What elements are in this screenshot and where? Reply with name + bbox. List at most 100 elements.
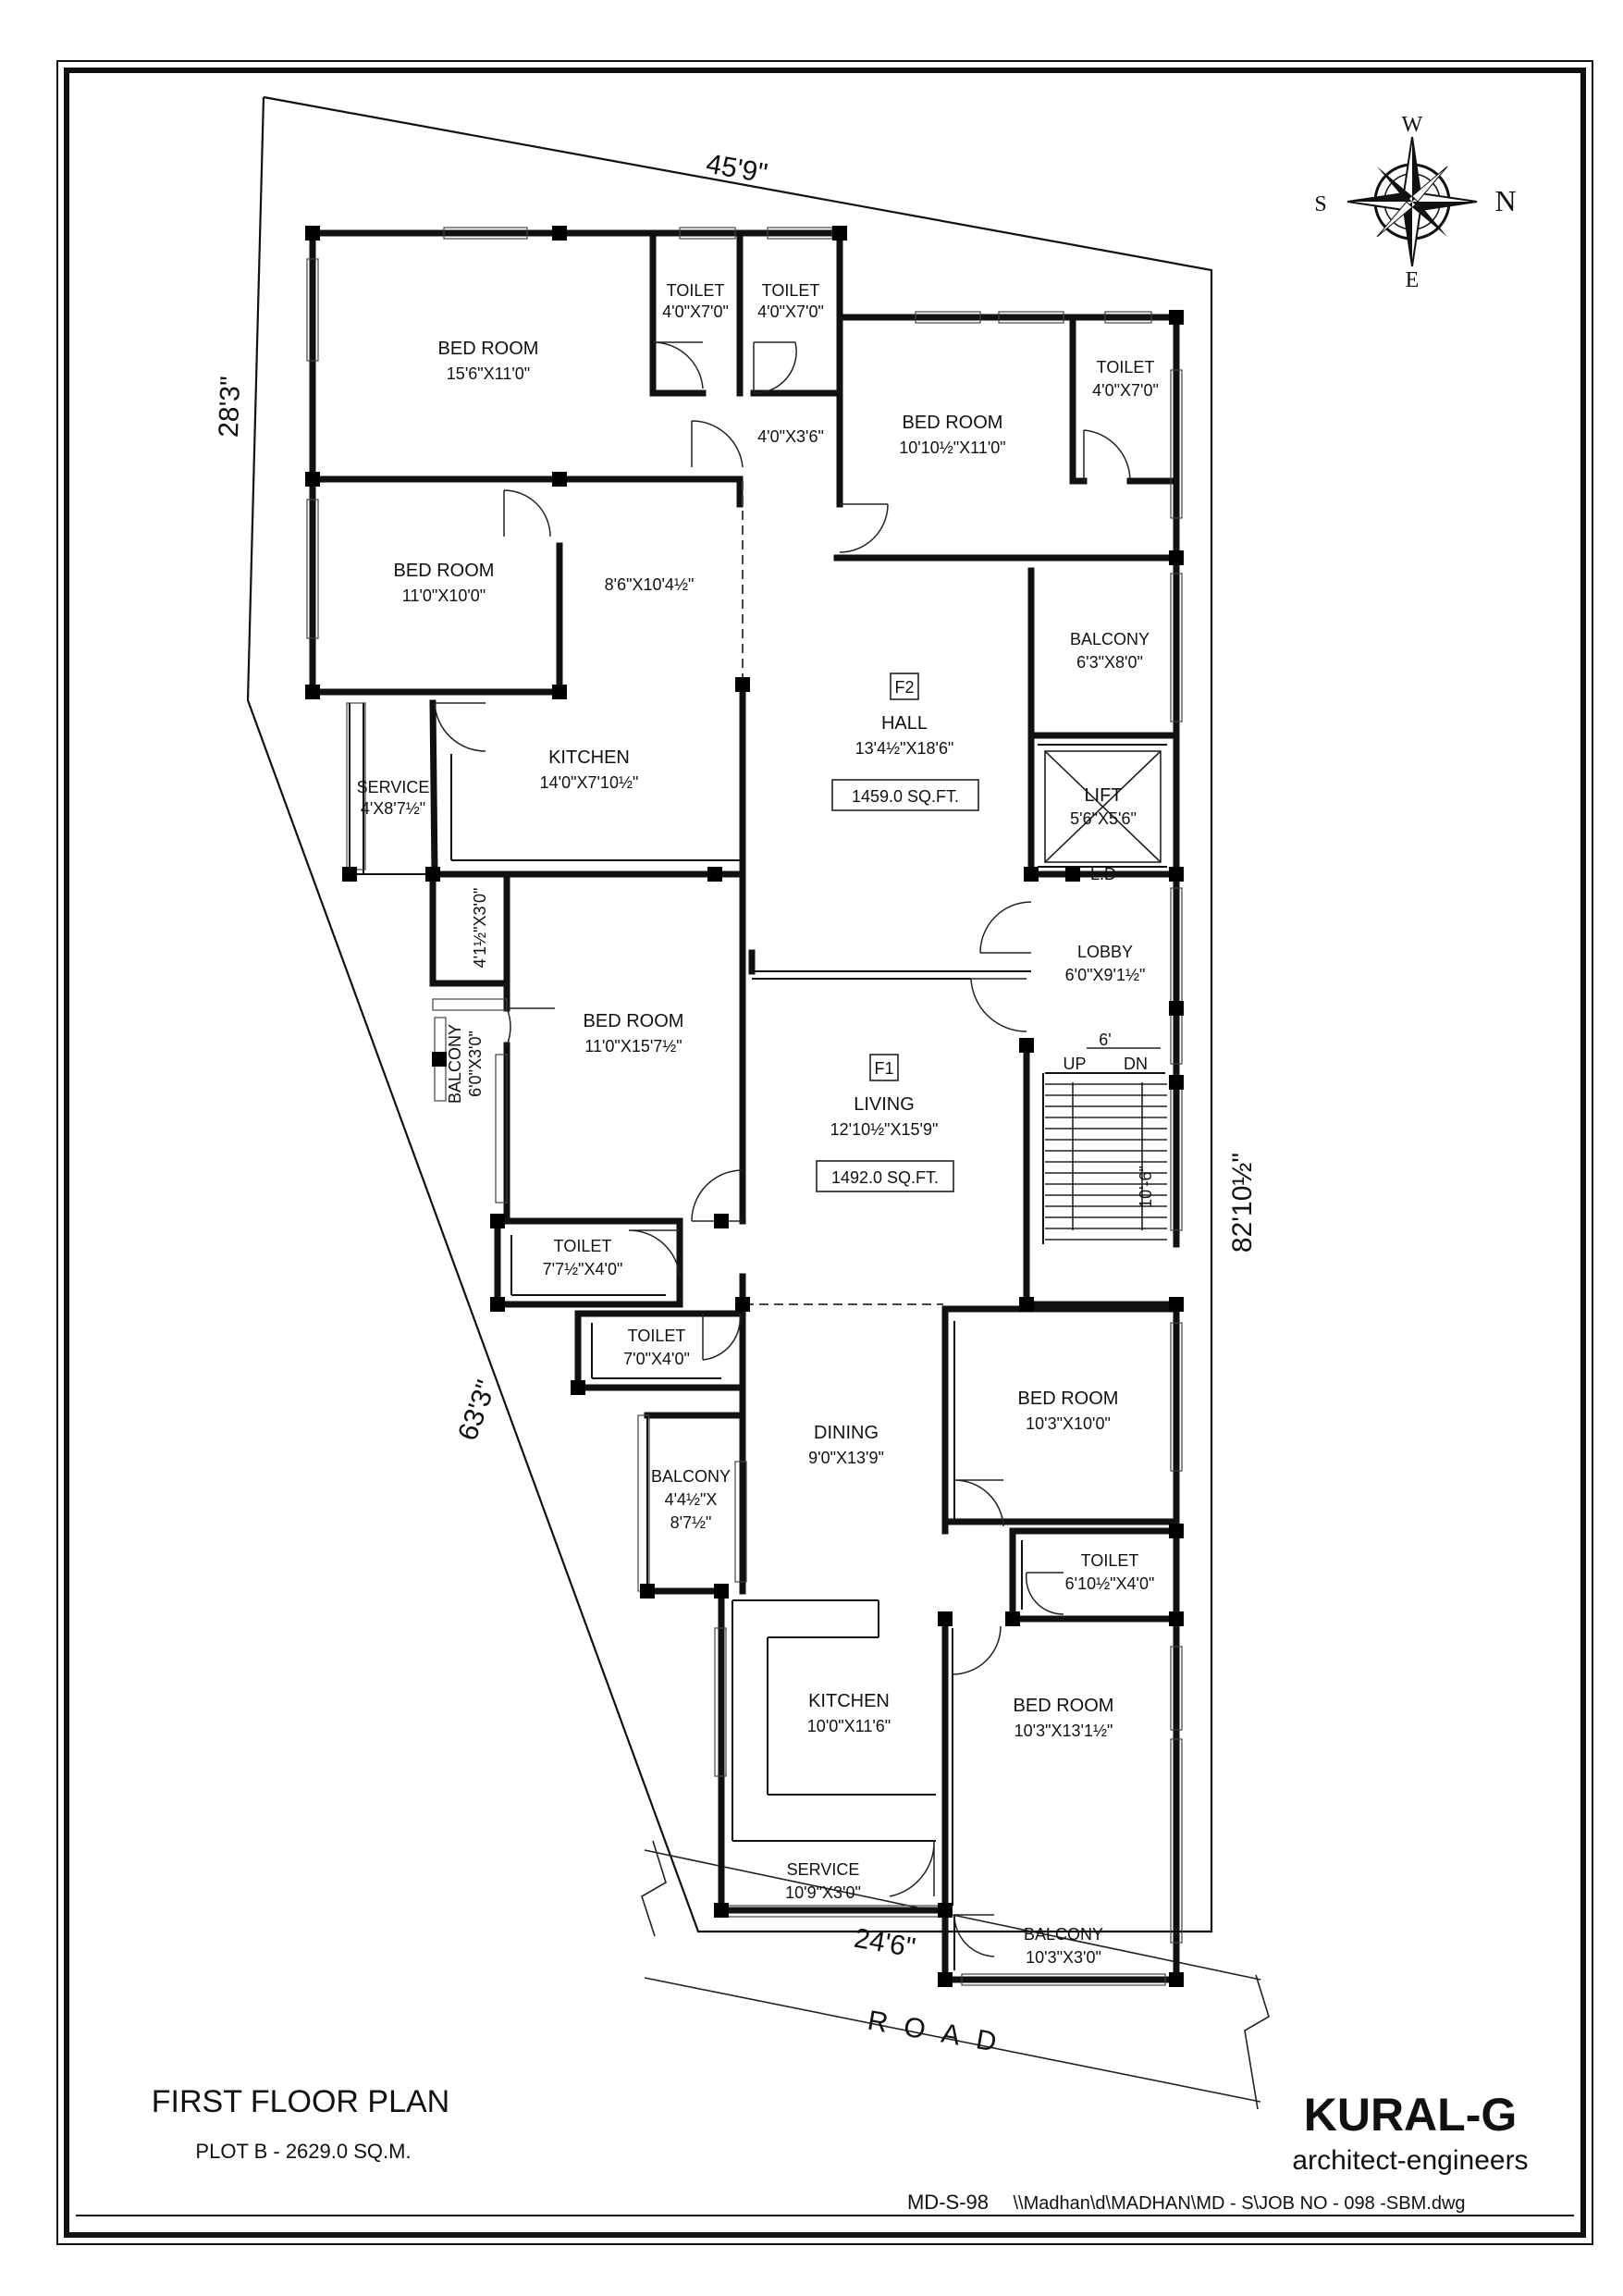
room-size: 5'6"X5'6"	[1070, 809, 1137, 828]
column	[490, 1297, 505, 1312]
room-bed5: BED ROOM 10'3"X10'0"	[1018, 1389, 1119, 1433]
room-name: BED ROOM	[903, 413, 1003, 433]
sheet-title: FIRST FLOOR PLAN	[152, 2084, 449, 2119]
room-name: KITCHEN	[808, 1691, 890, 1711]
room-size: 12'10½"X15'9"	[830, 1120, 939, 1139]
columns	[305, 226, 1184, 1987]
room-kitchen1: KITCHEN 14'0"X7'10½"	[540, 747, 639, 792]
site-dim-left-upper: 28'3"	[214, 376, 246, 438]
room-service1: SERVICE 4'X8'7½"	[357, 778, 430, 818]
site-dim-top: 45'9"	[704, 149, 769, 190]
dress-size: 8'6"X10'4½"	[605, 575, 695, 594]
room-name: TOILET	[762, 281, 820, 300]
room-name: BED ROOM	[1018, 1389, 1119, 1409]
living-area-box	[816, 1160, 954, 1192]
room-bed3: BED ROOM 11'0"X10'0"	[394, 561, 495, 605]
column	[1169, 1075, 1184, 1090]
stair-up-label: UP	[1063, 1055, 1086, 1073]
room-size: 4'0"X7'0"	[662, 302, 729, 321]
column	[1024, 867, 1039, 882]
site-dim-bottom: 24'6"	[852, 1923, 917, 1964]
room-name: BALCONY	[1024, 1925, 1103, 1944]
room-size: 4'X8'7½"	[361, 799, 425, 818]
column	[305, 226, 320, 241]
column	[1169, 867, 1184, 882]
room-name: BALCONY	[446, 1024, 464, 1104]
room-area: 1492.0 SQ.FT.	[831, 1168, 939, 1187]
room-toilet4: TOILET 7'7½"X4'0"	[543, 1237, 623, 1278]
column	[1169, 1001, 1184, 1016]
column	[1169, 550, 1184, 565]
room-living: F1 LIVING 12'10½"X15'9" 1492.0 SQ.FT.	[816, 1054, 954, 1192]
room-name: LIFT	[1084, 785, 1122, 806]
room-size: 6'0"X9'1½"	[1065, 966, 1146, 984]
room-toilet6: TOILET 6'10½"X4'0"	[1065, 1551, 1155, 1593]
room-name: LOBBY	[1077, 943, 1133, 961]
room-name: KITCHEN	[548, 747, 630, 768]
room-lobby: LOBBY 6'0"X9'1½"	[1065, 943, 1146, 984]
room-hall: F2 HALL 13'4½"X18'6" 1459.0 SQ.FT.	[831, 673, 979, 811]
room-name: TOILET	[1097, 358, 1155, 376]
column	[735, 1297, 750, 1312]
room-balcony1: BALCONY 6'3"X8'0"	[1070, 630, 1150, 672]
firm-name: KURAL-G	[1304, 2089, 1518, 2141]
hall-tag: F2	[894, 678, 914, 697]
living-tag-box	[869, 1054, 899, 1081]
room-name: BED ROOM	[584, 1011, 684, 1031]
room-size: 10'10½"X11'0"	[899, 438, 1005, 457]
column	[640, 1584, 655, 1599]
room-toilet1: TOILET 4'0"X7'0"	[662, 281, 729, 321]
room-balcony2: BALCONY 6'0"X3'0"	[446, 1024, 485, 1104]
room-size: 10'9"X3'0"	[785, 1883, 861, 1902]
room-size: 13'4½"X18'6"	[855, 739, 954, 758]
room-kitchen2: KITCHEN 10'0"X11'6"	[807, 1691, 891, 1735]
room-size: 15'6"X11'0"	[447, 364, 530, 383]
room-size: 11'0"X15'7½"	[584, 1037, 682, 1055]
room-bed4: BED ROOM 11'0"X15'7½"	[584, 1011, 684, 1055]
column	[1065, 867, 1080, 882]
column	[1169, 1972, 1184, 1987]
room-size: 4'0"X7'0"	[757, 302, 824, 321]
column	[552, 472, 567, 487]
compass-e-label: E	[1406, 268, 1420, 292]
column	[552, 685, 567, 699]
hall-area-box	[831, 779, 979, 811]
room-toilet5: TOILET 7'0"X4'0"	[623, 1327, 690, 1368]
room-name: HALL	[881, 713, 928, 734]
room-size: 10'0"X11'6"	[807, 1717, 891, 1735]
store-size: 4'1½"X3'0"	[471, 888, 489, 969]
column	[735, 677, 750, 692]
room-size: 11'0"X10'0"	[402, 586, 486, 605]
column	[832, 226, 847, 241]
room-name: SERVICE	[787, 1860, 860, 1879]
room-lift: LIFT 5'6"X5'6" L.D	[1070, 785, 1137, 883]
room-name: BALCONY	[1070, 630, 1150, 648]
room-size: 10'3"X13'1½"	[1014, 1722, 1113, 1740]
column	[938, 1611, 953, 1626]
column	[1169, 310, 1184, 325]
room-size: 6'3"X8'0"	[1076, 653, 1143, 672]
room-name: TOILET	[554, 1237, 612, 1255]
column	[1169, 1524, 1184, 1538]
lift-shaft	[1044, 750, 1162, 863]
column	[707, 867, 722, 882]
column	[1169, 1297, 1184, 1312]
room-size: 9'0"X13'9"	[808, 1449, 884, 1467]
room-balcony3: BALCONY 4'4½"X 8'7½"	[651, 1467, 731, 1532]
file-path: \\Madhan\d\MADHAN\MD - S\JOB NO - 098 -S…	[1013, 2193, 1465, 2214]
room-name: TOILET	[1081, 1551, 1139, 1570]
room-size: 8'7½"	[670, 1513, 712, 1532]
column	[425, 867, 440, 882]
room-size: 10'3"X10'0"	[1026, 1414, 1111, 1433]
firm-tagline: architect-engineers	[1292, 2145, 1528, 2176]
compass-s-label: S	[1314, 192, 1326, 216]
room-bed6: BED ROOM 10'3"X13'1½"	[1014, 1696, 1114, 1740]
windows	[306, 227, 1183, 1986]
compass-w-label: W	[1402, 113, 1423, 137]
room-dining: DINING 9'0"X13'9"	[808, 1423, 884, 1467]
plot-label: PLOT B - 2629.0 SQ.M.	[195, 2140, 411, 2163]
living-tag: F1	[874, 1059, 893, 1078]
column	[342, 867, 357, 882]
room-bed2: BED ROOM 10'10½"X11'0"	[899, 413, 1005, 457]
